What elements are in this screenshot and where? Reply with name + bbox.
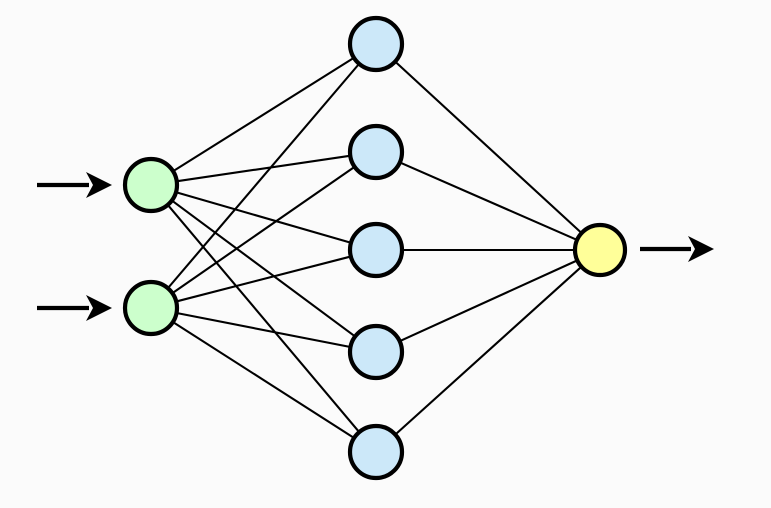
edge-i1-h4 (170, 198, 357, 339)
edge-i1-h2 (175, 154, 352, 183)
edge-i2-h2 (170, 165, 357, 295)
input-arrow-1-head (86, 172, 112, 198)
edge-h2-o1 (398, 160, 579, 242)
input-arrow-2-head (86, 295, 112, 321)
output-layer (572, 222, 628, 278)
edge-i2-h1 (166, 62, 361, 290)
input-node-2[interactable] (122, 279, 180, 337)
edge-i1-h3 (174, 190, 353, 245)
output-node-1[interactable] (572, 222, 628, 278)
edge-i2-h3 (174, 255, 353, 303)
hidden-node-2[interactable] (347, 123, 405, 181)
edge-h5-o1 (393, 265, 584, 437)
edge-i1-h5 (166, 203, 361, 434)
edge-h4-o1 (398, 258, 579, 343)
nodes-group (122, 15, 628, 481)
input-arrow-1 (37, 172, 112, 198)
input-node-1[interactable] (122, 156, 180, 214)
io-arrows-group (37, 172, 714, 321)
input-layer (122, 156, 180, 337)
hidden-layer (347, 15, 405, 481)
hidden-node-5[interactable] (347, 423, 405, 481)
input-arrow-2 (37, 295, 112, 321)
edges-group (166, 56, 584, 440)
hidden-node-4[interactable] (347, 323, 405, 381)
hidden-node-1[interactable] (347, 15, 405, 73)
output-arrow-1-head (688, 236, 714, 262)
output-arrow-1 (640, 236, 714, 262)
hidden-node-3[interactable] (347, 221, 405, 279)
edge-h1-o1 (393, 60, 584, 235)
edge-i1-h1 (171, 56, 356, 173)
edge-i2-h4 (175, 311, 352, 349)
edge-i2-h5 (171, 320, 356, 440)
